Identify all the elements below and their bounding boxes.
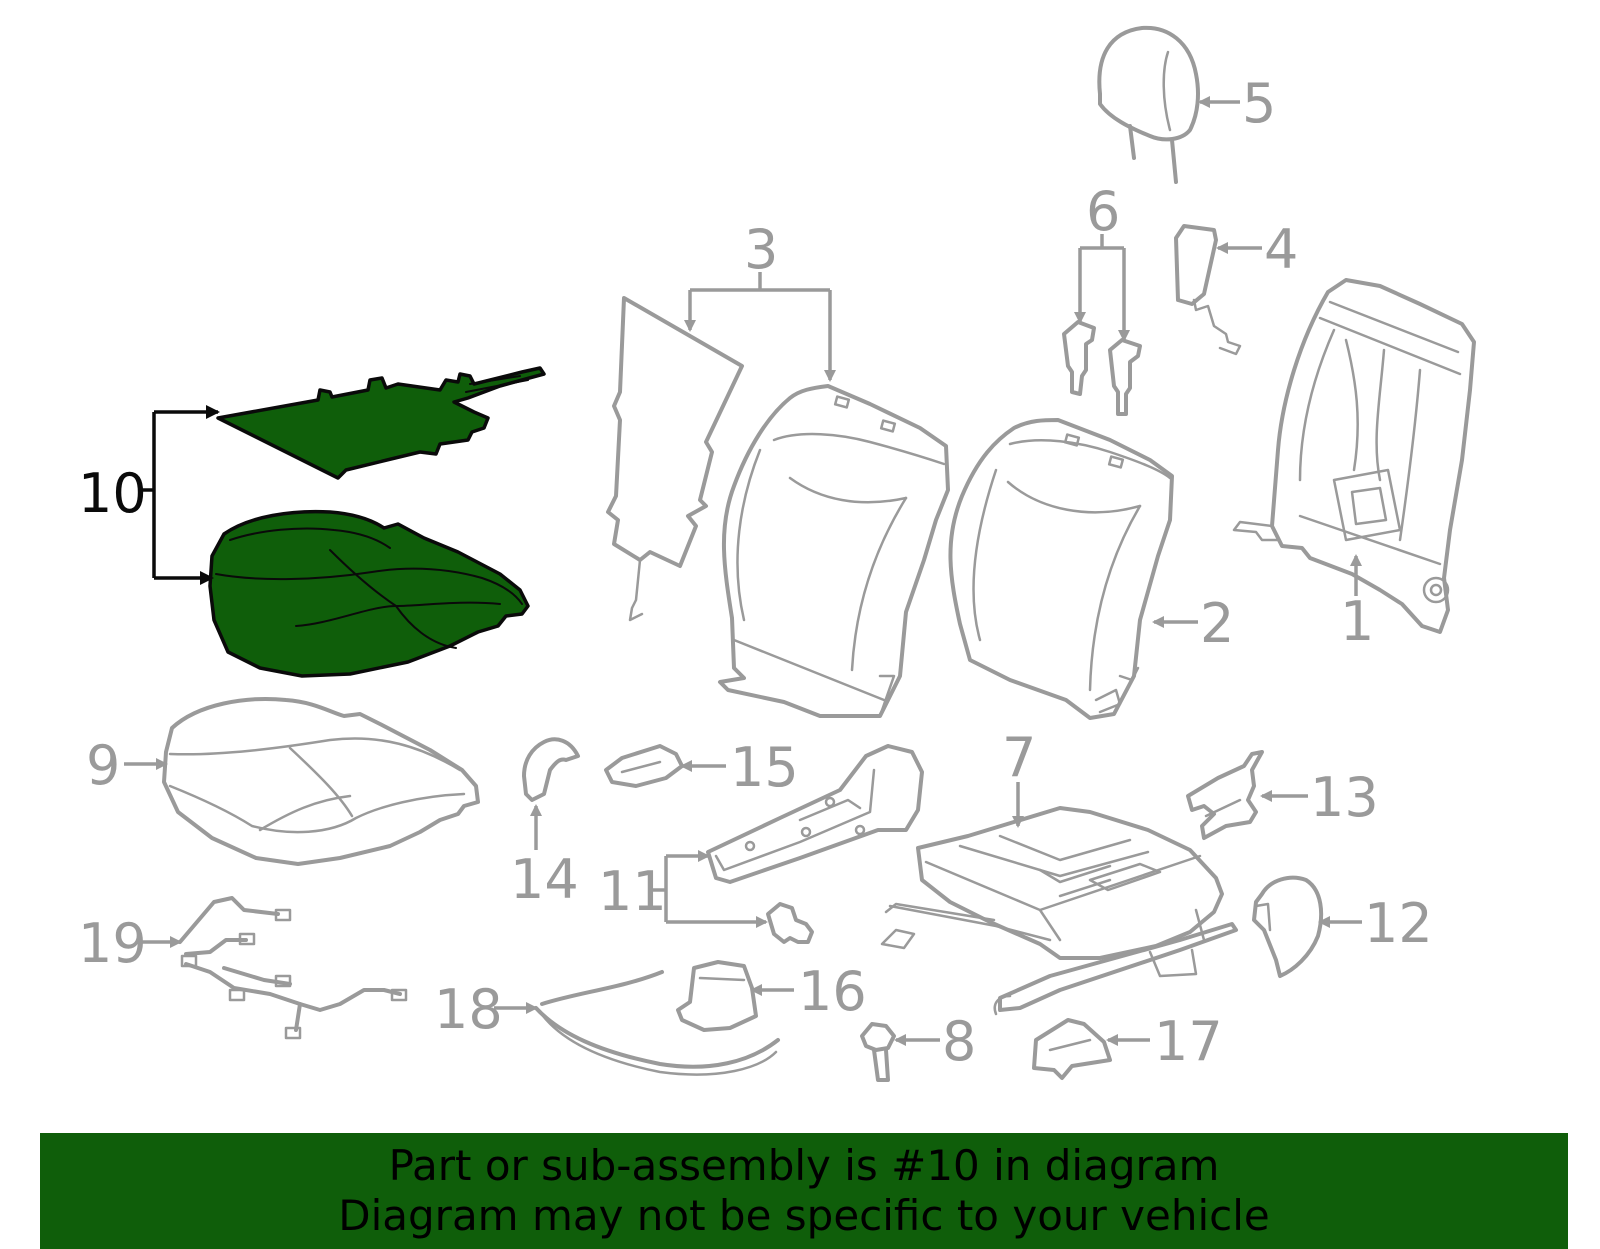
part-1-seat-back-frame[interactable] [1232,278,1476,634]
callout-12: 12 [1364,892,1433,955]
part-10-seat-cushion-heater[interactable] [216,366,546,480]
part-5-headrest[interactable] [1097,25,1200,184]
callout-11: 11 [598,860,667,923]
callout-17: 17 [1154,1010,1223,1073]
part-2-seat-back-pad[interactable] [948,418,1174,720]
callout-13: 13 [1310,766,1379,829]
part-6-headrest-support[interactable] [1062,320,1142,416]
part-11-clip[interactable] [766,902,814,944]
callout-15: 15 [730,736,799,799]
part-16-cover[interactable] [676,960,758,1032]
callout-6: 6 [1086,180,1120,243]
callout-18: 18 [434,978,503,1041]
leader-lines [124,96,1362,1046]
callout-numbers: 1 2 3 4 5 6 7 8 9 10 11 12 13 14 15 16 1… [78,72,1433,1073]
banner-line-disclaimer: Diagram may not be specific to your vehi… [338,1191,1270,1240]
part-4-side-airbag[interactable] [1174,224,1242,356]
part-15-trim[interactable] [604,744,684,788]
part-13-bracket[interactable] [1186,750,1264,840]
part-8-bolt[interactable] [860,1022,896,1082]
part-17-bracket[interactable] [1032,1018,1112,1080]
callout-1: 1 [1340,590,1374,653]
part-3-seat-back-cover[interactable] [606,296,950,718]
part-11-seat-track-cover[interactable] [706,744,924,884]
info-banner: Part or sub-assembly is #10 in diagram D… [40,1133,1568,1249]
callout-3: 3 [744,218,778,281]
callout-10: 10 [78,462,147,525]
callout-2: 2 [1200,592,1234,655]
callout-8: 8 [942,1010,976,1073]
banner-line-part-number: Part or sub-assembly is #10 in diagram [388,1141,1220,1190]
part-18-cable[interactable] [534,970,780,1076]
part-7-seat-track-adjuster[interactable] [880,806,1238,1016]
part-10-seat-cushion-cover[interactable] [208,509,530,678]
part-9-seat-cushion-pad[interactable] [162,697,480,866]
callout-19: 19 [78,912,147,975]
callout-5: 5 [1242,72,1276,135]
part-12-recliner-cover[interactable] [1252,875,1324,978]
callout-9: 9 [86,734,120,797]
callout-16: 16 [798,960,867,1023]
part-19-wire-harness[interactable] [178,896,408,1040]
callout-4: 4 [1264,218,1298,281]
callout-7: 7 [1002,726,1036,789]
part-14-trim-cover[interactable] [522,737,580,802]
callout-14: 14 [510,848,579,911]
